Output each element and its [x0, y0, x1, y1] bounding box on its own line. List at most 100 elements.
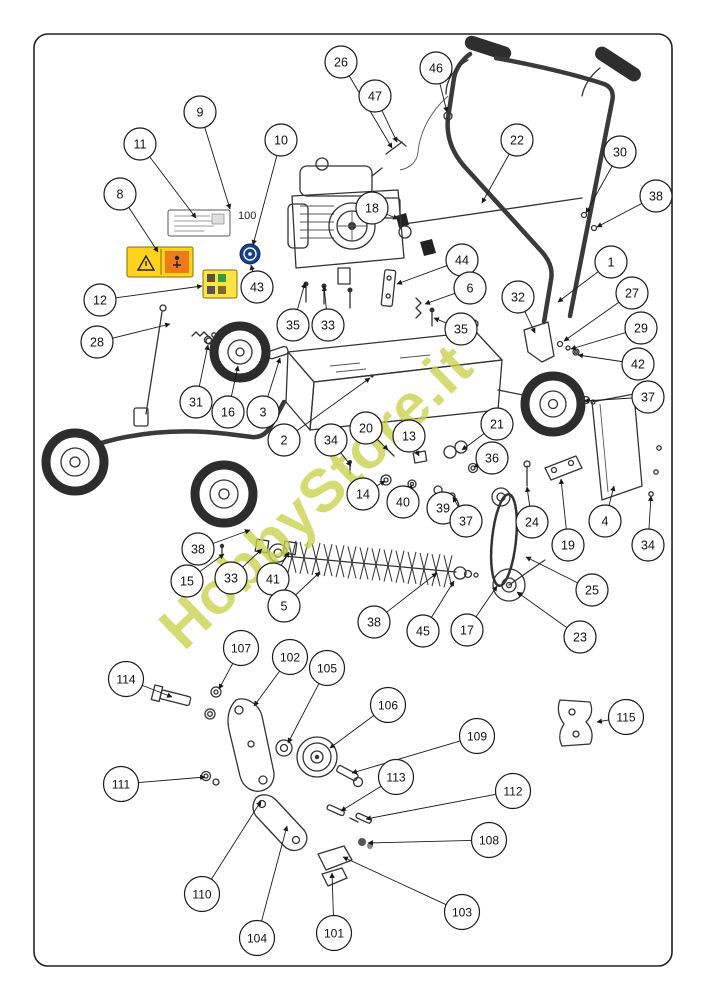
callout-balloon — [588, 504, 622, 538]
callout-104: 104 — [238, 825, 289, 957]
leader-line — [563, 301, 620, 342]
engine-assembly — [287, 157, 435, 327]
callout-number: 15 — [180, 575, 194, 589]
callout-balloon — [80, 325, 114, 359]
callout-number: 6 — [467, 282, 474, 296]
rotor-assembly — [219, 538, 479, 588]
callout-41: 41 — [256, 551, 290, 596]
leader-line — [376, 480, 386, 487]
callout-102: 102 — [253, 638, 309, 707]
callout-24: 24 — [515, 486, 549, 539]
callout-number: 45 — [416, 625, 430, 639]
callout-number: 4 — [602, 515, 609, 529]
machine-illustration: 100 — [41, 35, 662, 887]
callout-balloon — [276, 308, 310, 342]
leader-line — [115, 283, 203, 299]
callout-balloon — [267, 423, 301, 457]
callout-17: 17 — [450, 585, 498, 647]
fuel-cap — [315, 157, 329, 171]
callout-number: 41 — [266, 573, 280, 587]
recoil-starter — [328, 202, 376, 250]
callout-number: 10 — [274, 134, 288, 148]
leader-line — [414, 450, 420, 457]
callout-8: 8 — [103, 177, 159, 253]
callout-number: 1 — [608, 256, 615, 270]
callout-23: 23 — [516, 591, 597, 654]
leader-line — [210, 800, 262, 880]
callout-6: 6 — [424, 271, 487, 305]
callout-number: 33 — [321, 319, 335, 333]
callout-number: 13 — [402, 430, 416, 444]
callout-34: 34 — [631, 495, 665, 562]
warning-triangle-icon — [136, 254, 156, 271]
callout-4: 4 — [588, 485, 622, 538]
callout-balloon — [349, 411, 383, 445]
leader-line — [381, 110, 398, 143]
callout-balloon — [83, 283, 117, 317]
callout-number: 38 — [191, 543, 205, 557]
callout-number: 29 — [634, 322, 648, 336]
leader-line — [525, 556, 578, 584]
callout-number: 109 — [467, 730, 487, 744]
callout-balloon — [603, 135, 637, 169]
callout-113: 113 — [340, 758, 415, 812]
callout-28: 28 — [80, 322, 171, 359]
callout-number: 27 — [625, 287, 639, 301]
callout-115: 115 — [596, 698, 645, 736]
callout-105: 105 — [287, 649, 346, 744]
pulley — [492, 568, 526, 602]
leader-line — [439, 83, 449, 113]
callout-balloon — [594, 245, 628, 279]
support-plate — [252, 794, 308, 852]
leader-line — [524, 311, 536, 334]
leader-line — [473, 462, 480, 468]
callout-balloon — [179, 385, 213, 419]
callout-balloon — [308, 649, 346, 687]
callout-balloon — [181, 532, 215, 566]
deck-front-wheel — [209, 321, 271, 383]
callout-number: 36 — [485, 452, 499, 466]
callout-balloon — [238, 919, 276, 957]
callout-number: 18 — [365, 202, 379, 216]
callout-19: 19 — [551, 478, 585, 562]
handle-clip-b — [420, 239, 436, 256]
callout-balloon — [107, 660, 145, 698]
callout-balloon — [183, 875, 221, 913]
callout-balloon — [607, 698, 645, 736]
callout-number: 11 — [134, 138, 147, 152]
callout-40: 40 — [386, 484, 420, 519]
callout-balloon — [170, 564, 204, 598]
callout-number: 101 — [324, 927, 344, 941]
callout-balloon — [355, 191, 389, 225]
callout-29: 29 — [570, 311, 658, 351]
callout-number: 114 — [116, 673, 135, 687]
callout-number: 112 — [503, 785, 522, 799]
callout-number: 3 — [260, 406, 267, 420]
callout-47: 47 — [358, 79, 398, 143]
wheels — [203, 321, 596, 437]
leader-line — [583, 397, 633, 404]
callout-balloon — [358, 79, 392, 113]
callout-balloon — [453, 271, 487, 305]
leader-line — [648, 495, 654, 530]
callout-balloon — [494, 772, 532, 810]
callout-number: 103 — [452, 906, 472, 920]
callout-balloon — [392, 419, 426, 453]
callout-number: 9 — [197, 106, 204, 120]
callout-balloon — [324, 45, 358, 79]
green-pictogram — [218, 274, 226, 282]
callout-37: 37 — [583, 380, 665, 414]
leader-line — [296, 282, 307, 310]
leader-line — [376, 438, 389, 451]
callout-balloon — [315, 914, 353, 952]
callout-number: 31 — [189, 396, 203, 410]
callout-number: 5 — [281, 600, 288, 614]
callout-balloon — [639, 179, 673, 213]
noise-value-text: 100 — [238, 210, 256, 222]
callout-5: 5 — [267, 571, 321, 623]
callout-15: 15 — [170, 553, 225, 598]
callout-balloon — [406, 614, 440, 648]
callout-number: 44 — [455, 254, 469, 268]
callout-34: 34 — [314, 423, 352, 467]
